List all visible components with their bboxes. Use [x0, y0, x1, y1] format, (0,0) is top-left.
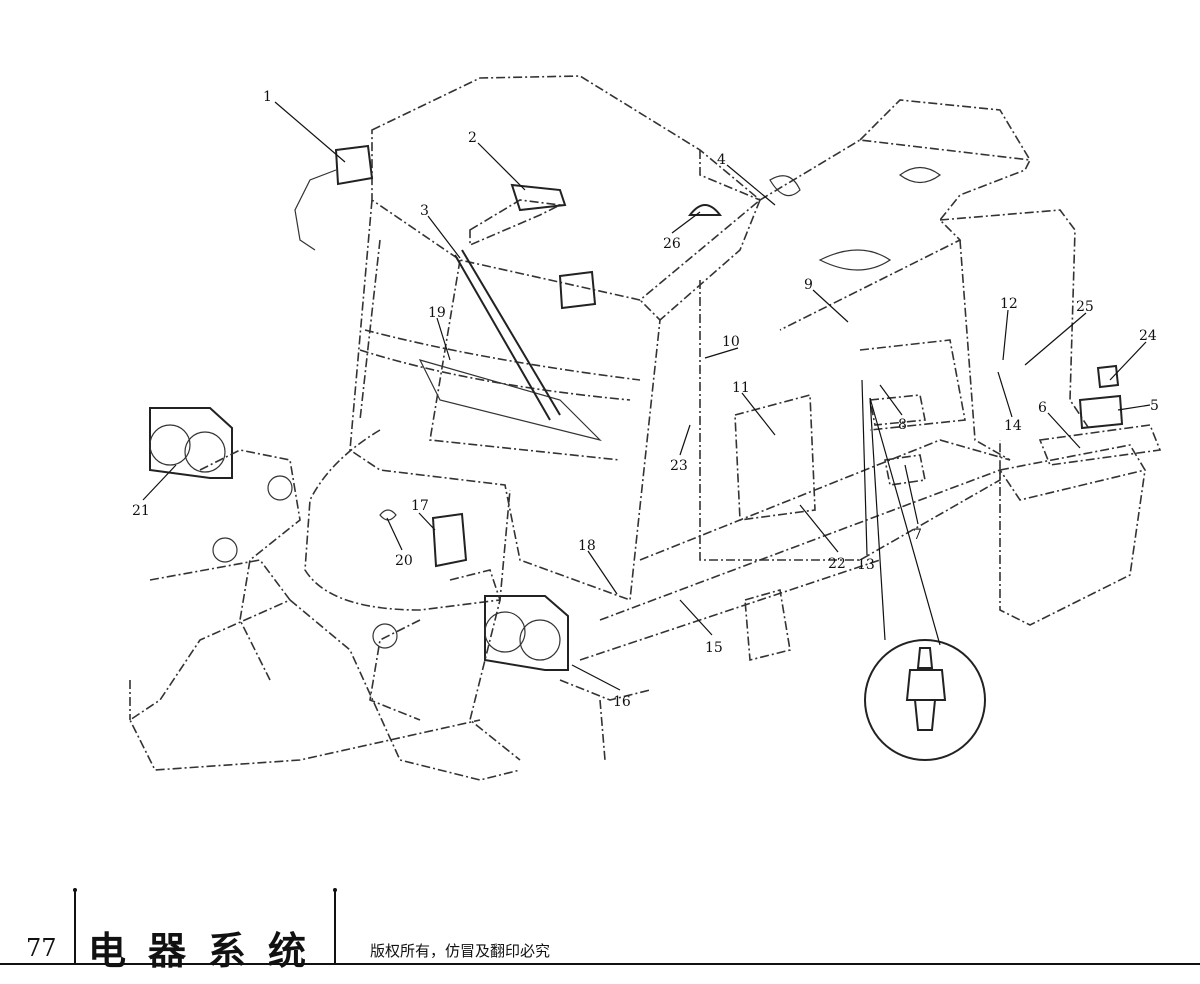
- callout-18: 18: [578, 538, 596, 554]
- callout-19: 19: [428, 305, 446, 321]
- callout-11: 11: [732, 380, 750, 396]
- leader-lines: [142, 101, 1151, 691]
- callout-6: 6: [1038, 400, 1047, 416]
- callout-26: 26: [663, 236, 681, 252]
- callout-21: 21: [132, 503, 150, 519]
- footer-dot-left: [73, 888, 77, 892]
- callout-20: 20: [395, 553, 413, 569]
- page-number: 77: [26, 934, 57, 962]
- callout-1: 1: [263, 89, 272, 105]
- callout-5: 5: [1150, 398, 1159, 414]
- callout-3: 3: [420, 203, 429, 219]
- callout-22: 22: [828, 556, 846, 572]
- callout-13: 13: [857, 557, 875, 573]
- callout-4: 4: [717, 152, 726, 168]
- callout-15: 15: [705, 640, 723, 656]
- machine-drawing: [128, 75, 1162, 781]
- callout-10: 10: [722, 334, 740, 350]
- copyright-notice: 版权所有，仿冒及翻印必究: [370, 942, 551, 960]
- footer-left-divider: [74, 890, 76, 965]
- callout-9: 9: [804, 277, 813, 293]
- section-title: 电器系统: [88, 929, 329, 973]
- part-callouts: 1 2 3 4 5 6 7 8 9 10 11 12 13 14 15 16 1…: [132, 89, 1159, 710]
- callout-8: 8: [898, 417, 907, 433]
- footer-dot-right: [333, 888, 337, 892]
- callout-14: 14: [1004, 418, 1022, 434]
- callout-2: 2: [468, 130, 477, 146]
- callout-17: 17: [411, 498, 429, 514]
- callout-12: 12: [1000, 296, 1018, 312]
- callout-7: 7: [913, 527, 922, 543]
- footer-bottom-rule: [0, 963, 1200, 965]
- callout-25: 25: [1076, 299, 1094, 315]
- callout-16: 16: [613, 694, 631, 710]
- footer-right-divider: [334, 890, 336, 965]
- callout-23: 23: [670, 458, 688, 474]
- callout-24: 24: [1139, 328, 1157, 344]
